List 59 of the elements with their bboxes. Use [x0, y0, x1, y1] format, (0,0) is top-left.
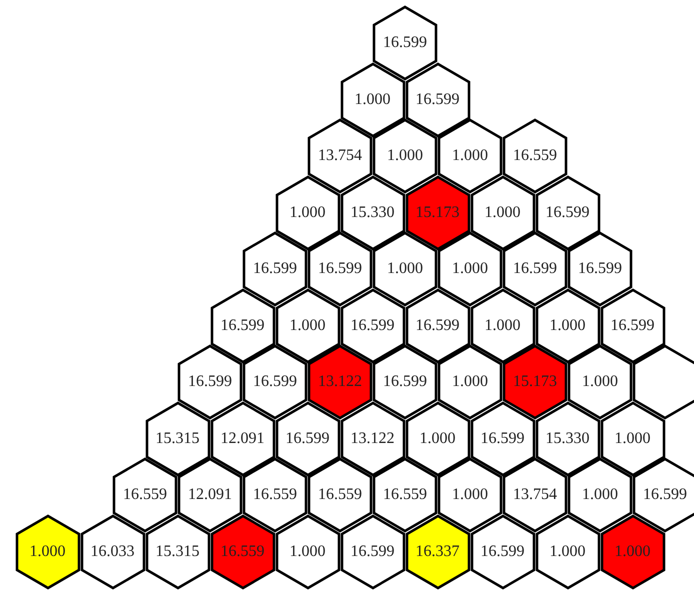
cell-value: 13.754: [318, 147, 362, 165]
cell-value: 16.599: [350, 542, 394, 560]
cell-value: 1.000: [420, 430, 456, 448]
cell-value: 1.000: [290, 316, 326, 334]
cell-value: 1.000: [484, 316, 520, 334]
cell-value: 1.000: [614, 430, 650, 448]
cell-value: 16.599: [610, 316, 654, 334]
cell-value: 16.599: [286, 430, 330, 448]
cell-value: 15.173: [416, 204, 460, 222]
cell-value: 16.559: [383, 486, 427, 504]
cell-value: 16.559: [253, 486, 297, 504]
cell-value: 16.559: [220, 542, 264, 560]
cell-value: 15.173: [513, 373, 557, 391]
cell-value: 16.599: [643, 486, 687, 504]
cell-value: 16.599: [578, 260, 622, 278]
cell-value: 1.000: [30, 542, 66, 560]
cell-value: 16.599: [416, 90, 460, 108]
cell-value: 1.000: [452, 486, 488, 504]
cell-value: 1.000: [452, 260, 488, 278]
cell-value: 16.599: [416, 316, 460, 334]
cell-value: 16.599: [546, 204, 590, 222]
cell-value: 12.091: [220, 430, 264, 448]
cell-value: 15.330: [546, 430, 590, 448]
cell-value: 16.559: [123, 486, 167, 504]
cell-value: 1.000: [387, 147, 423, 165]
cell-value: 1.000: [387, 260, 423, 278]
cell-value: 15.315: [156, 430, 200, 448]
cell-value: 16.559: [318, 486, 362, 504]
cell-value: 1.000: [452, 373, 488, 391]
cell-value: 1.000: [290, 204, 326, 222]
cell-value: 1.000: [550, 542, 586, 560]
cell-value: 1.000: [582, 486, 618, 504]
cell-value: 16.599: [220, 316, 264, 334]
cell-value: 16.599: [253, 373, 297, 391]
cell-value: 16.599: [188, 373, 232, 391]
cell-value: 1.000: [290, 542, 326, 560]
cell-value: 1.000: [354, 90, 390, 108]
cell-value: 16.599: [253, 260, 297, 278]
cell-value: 16.599: [480, 430, 524, 448]
cell-value: 1.000: [452, 147, 488, 165]
cell-value: 15.315: [156, 542, 200, 560]
cell-value: 12.091: [188, 486, 232, 504]
cell-value: 16.599: [383, 373, 427, 391]
cell-value: 13.122: [350, 430, 394, 448]
cell-value: 16.599: [513, 260, 557, 278]
cell-value: 1.000: [550, 316, 586, 334]
cell-value: 1.000: [484, 204, 520, 222]
cell-value: 16.599: [318, 260, 362, 278]
cell-value: 16.599: [480, 542, 524, 560]
cell-value: 1.000: [582, 373, 618, 391]
cell-value: 16.337: [416, 542, 460, 560]
cell-value: 16.559: [513, 147, 557, 165]
cell-value: 16.033: [90, 542, 134, 560]
cell-value: 16.599: [383, 34, 427, 52]
cell-value: 13.754: [513, 486, 557, 504]
cell-value: 15.330: [350, 204, 394, 222]
cell-value: 13.122: [318, 373, 362, 391]
cell-value: 16.599: [350, 316, 394, 334]
cell-value: 1.000: [614, 542, 650, 560]
